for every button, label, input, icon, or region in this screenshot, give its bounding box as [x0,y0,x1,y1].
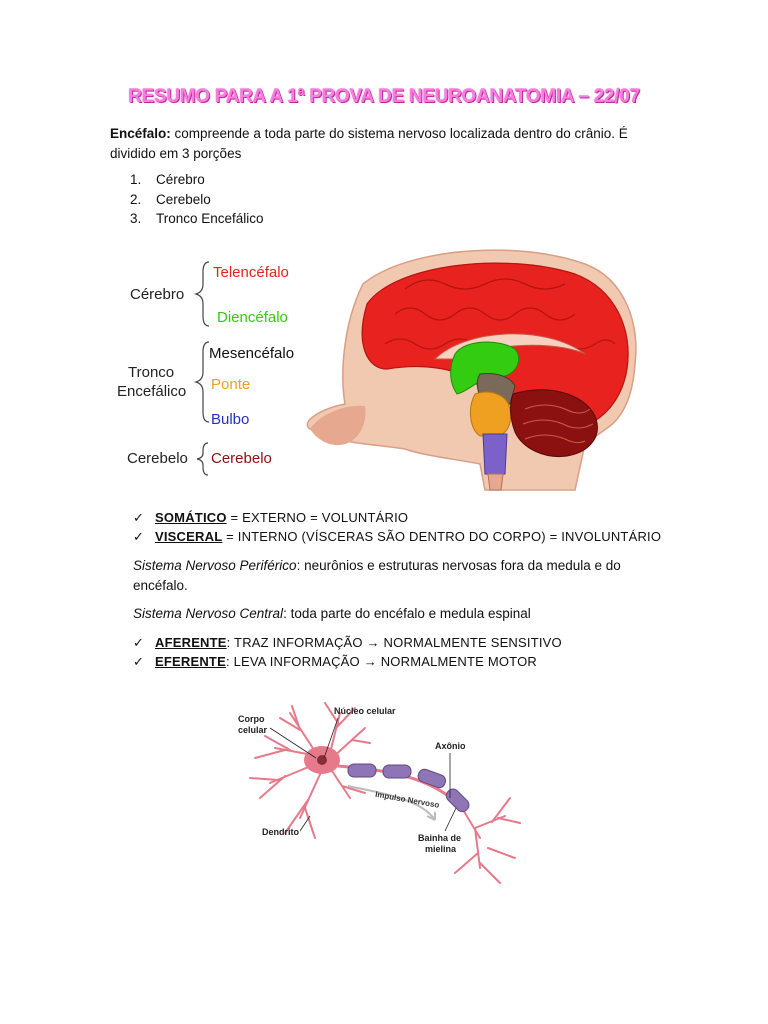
label-encefalico: Encefálico [117,383,186,400]
checkmark-icon: ✓ [133,510,145,525]
check-text-2: NORMALMENTE MOTOR [376,654,537,669]
label-mielina: mielina [425,844,457,854]
encefalo-term: Encéfalo: [110,126,171,141]
list-label: Cérebro [156,172,205,187]
nucleus [317,755,327,765]
myelin-sheath [347,763,470,813]
label-celular: celular [238,725,268,735]
label-mesencefalo: Mesencéfalo [209,345,294,362]
list-item: 1. Cérebro [130,170,264,190]
label-tronco: Tronco [128,364,174,381]
check-item: ✓ AFERENTE: TRAZ INFORMAÇÃO → NORMALMENTE… [133,633,562,652]
label-bainha: Bainha de [418,833,461,843]
check-text: = EXTERNO = VOLUNTÁRIO [226,510,409,525]
check-term: AFERENTE [155,635,227,650]
label-nucleo: Núcleo celular [334,706,396,716]
check-item: ✓ EFERENTE: LEVA INFORMAÇÃO → NORMALMENTE… [133,652,537,671]
list-number: 3. [130,211,142,226]
list-label: Tronco Encefálico [156,211,264,226]
leader-line [299,815,311,832]
encefalo-paragraph: Encéfalo: compreende a toda parte do sis… [110,124,655,164]
encefalo-definition-1: compreende a toda parte do sistema nervo… [170,126,628,141]
snc-paragraph: Sistema Nervoso Central: toda parte do e… [133,604,653,624]
arrow-head-icon [426,812,436,821]
arrow-right-icon: → [366,635,380,650]
checkmark-icon: ✓ [133,654,145,669]
label-impulso: Impulso Nervoso [375,790,441,810]
checkmark-icon: ✓ [133,529,145,544]
brace-tronco [193,341,210,423]
arrow-right-icon: → [363,654,377,669]
snp-text-1: : neurônios e estruturas nervosas fora d… [296,558,621,573]
snp-text-2: encéfalo. [133,578,188,593]
label-bulbo: Bulbo [211,411,249,428]
encefalo-definition-2: dividido em 3 porções [110,146,242,161]
label-cerebro: Cérebro [130,286,184,303]
label-cerebelo: Cerebelo [211,450,272,467]
check-item: ✓ SOMÁTICO = EXTERNO = VOLUNTÁRIO [133,508,408,527]
impulse-arrow [347,785,436,821]
leader-line [269,727,317,759]
snc-term: Sistema Nervoso Central [133,606,284,621]
snp-term: Sistema Nervoso Periférico [133,558,297,573]
list-number: 1. [130,172,142,187]
check-term: SOMÁTICO [155,510,227,525]
checkmark-icon: ✓ [133,635,145,650]
list-number: 2. [130,191,142,207]
check-text: : LEVA INFORMAÇÃO [225,654,364,669]
leader-line [444,807,457,832]
label-corpo: Corpo [238,714,265,724]
label-diencefalo: Diencéfalo [217,309,288,326]
list-label: Cerebelo [156,191,211,207]
label-ponte: Ponte [211,376,250,393]
neuron-illustration [249,702,521,884]
label-cerebelo-group: Cerebelo [127,450,188,467]
brain-illustration [306,249,637,491]
check-text-2: NORMALMENTE SENSITIVO [379,635,562,650]
list-item: 2. Cerebelo [130,190,264,210]
check-text: : TRAZ INFORMAÇÃO [226,635,367,650]
brace-cerebro [193,261,210,327]
brace-cerebelo [196,442,209,476]
check-term: VISCERAL [155,529,223,544]
check-text: = INTERNO (VÍSCERAS SÃO DENTRO DO CORPO)… [222,529,662,544]
brain-diagram: Cérebro Telencéfalo Diencéfalo Tronco En… [117,249,637,491]
label-axonio: Axônio [435,741,466,751]
check-item: ✓ VISCERAL = INTERNO (VÍSCERAS SÃO DENTRO… [133,527,661,546]
neuron-diagram: Impulso Nervoso Corpo celular Núcleo cel… [238,702,521,884]
list-item: 3. Tronco Encefálico [130,209,264,229]
snc-text: : toda parte do encéfalo e medula espina… [283,606,531,621]
page-title: RESUMO PARA A 1ª PROVA DE NEUROANATOMIA … [128,86,640,107]
check-term: EFERENTE [155,654,226,669]
snp-paragraph: Sistema Nervoso Periférico: neurônios e … [133,556,653,596]
leader-line [323,717,339,759]
label-telencefalo: Telencéfalo [213,264,289,281]
porcoes-list: 1. Cérebro 2. Cerebelo 3. Tronco Encefálico [130,170,264,229]
label-dendrito: Dendrito [262,827,300,837]
